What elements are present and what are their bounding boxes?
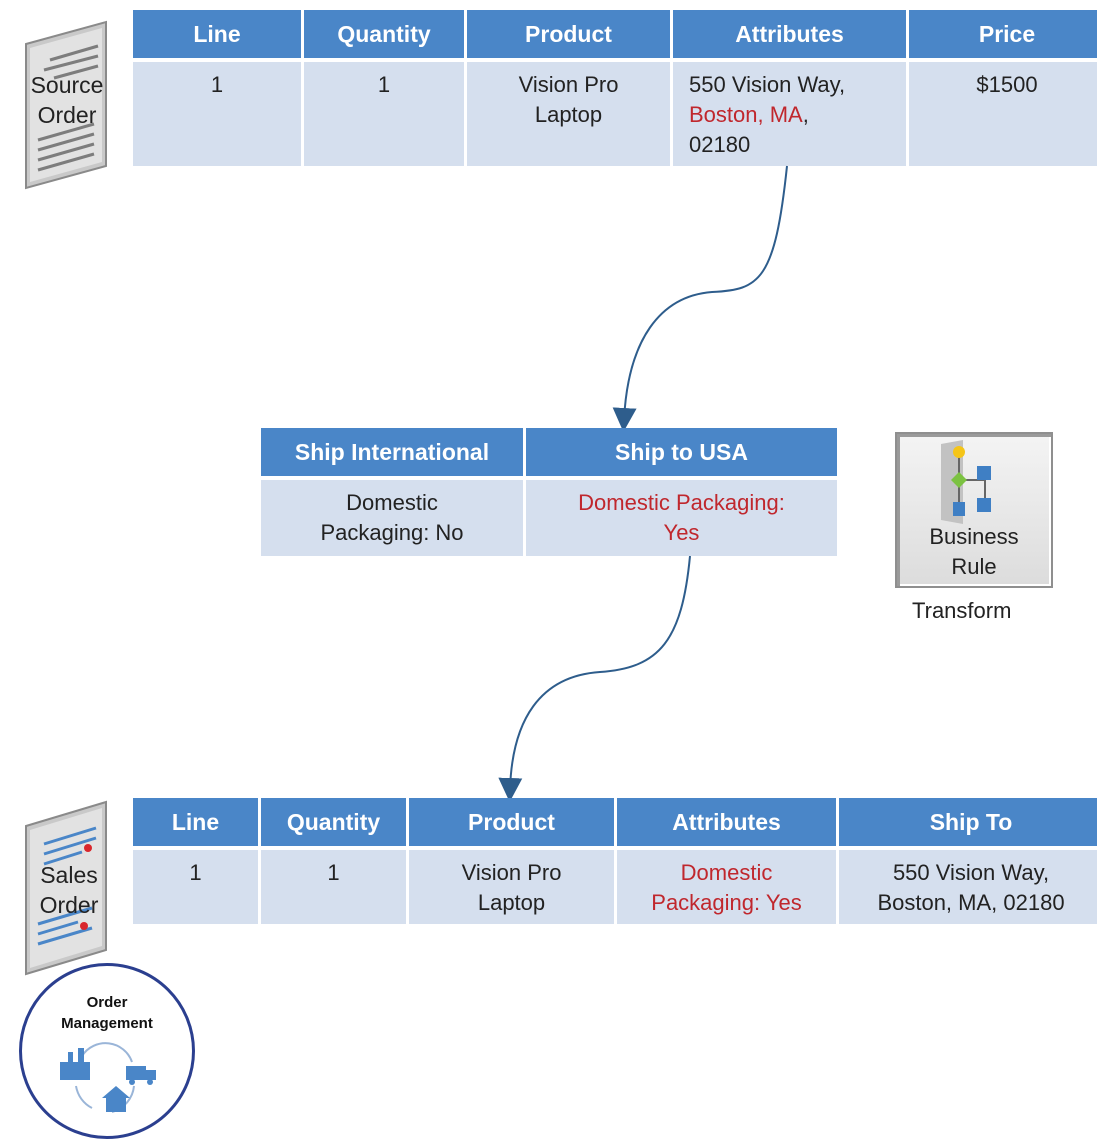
rule-header-row: Ship International Ship to USA [261, 428, 837, 480]
factory-truck-home-icon [60, 1042, 156, 1113]
column-header: Ship to USA [526, 428, 837, 480]
business-rule-label: Business Rule [929, 524, 1019, 579]
price-cell: $1500 [909, 62, 1097, 166]
table-row: 1 1 Vision Pro Laptop 550 Vision Way, Bo… [133, 62, 1097, 166]
column-header: Price [909, 10, 1097, 62]
sales-order-table: Line Quantity Product Attributes Ship To… [130, 798, 1097, 924]
product-cell: Vision Pro Laptop [409, 850, 614, 924]
table-row: Domestic Packaging: No Domestic Packagin… [261, 480, 837, 556]
column-header: Quantity [261, 798, 406, 850]
source-order-header-row: Line Quantity Product Attributes Price [133, 10, 1097, 62]
order-management-badge: Order Management [19, 963, 195, 1139]
column-header: Attributes [617, 798, 836, 850]
ship-to-cell: 550 Vision Way, Boston, MA, 02180 [839, 850, 1097, 924]
order-management-label: Order Management [61, 994, 153, 1032]
ship-to-usa-cell: Domestic Packaging: Yes [526, 480, 837, 556]
attributes-cell: 550 Vision Way, Boston, MA, 02180 [673, 62, 906, 166]
quantity-cell: 1 [304, 62, 464, 166]
column-header: Product [409, 798, 614, 850]
source-order-table: Line Quantity Product Attributes Price 1… [130, 10, 1097, 166]
column-header: Line [133, 10, 301, 62]
source-order-label: Source Order [30, 72, 104, 128]
sales-order-document-icon [25, 800, 107, 976]
arrow-source-to-rule [612, 165, 788, 432]
arrow-rule-to-sales [498, 555, 691, 802]
line-cell: 1 [133, 62, 301, 166]
business-rule-box: Business Rule [895, 432, 1053, 588]
line-cell: 1 [133, 850, 258, 924]
column-header: Product [467, 10, 670, 62]
flowchart-icon [941, 440, 991, 524]
quantity-cell: 1 [261, 850, 406, 924]
ship-international-cell: Domestic Packaging: No [261, 480, 523, 556]
column-header: Attributes [673, 10, 906, 62]
product-cell: Vision Pro Laptop [467, 62, 670, 166]
source-order-document-icon [25, 20, 107, 190]
column-header: Ship International [261, 428, 523, 480]
column-header: Quantity [304, 10, 464, 62]
transform-caption: Transform [912, 598, 1012, 623]
attributes-cell: Domestic Packaging: Yes [617, 850, 836, 924]
business-rule-table: Ship International Ship to USA Domestic … [258, 428, 840, 556]
sales-order-label: Sales Order [39, 862, 99, 918]
table-row: 1 1 Vision Pro Laptop Domestic Packaging… [133, 850, 1097, 924]
column-header: Line [133, 798, 258, 850]
column-header: Ship To [839, 798, 1097, 850]
sales-order-header-row: Line Quantity Product Attributes Ship To [133, 798, 1097, 850]
